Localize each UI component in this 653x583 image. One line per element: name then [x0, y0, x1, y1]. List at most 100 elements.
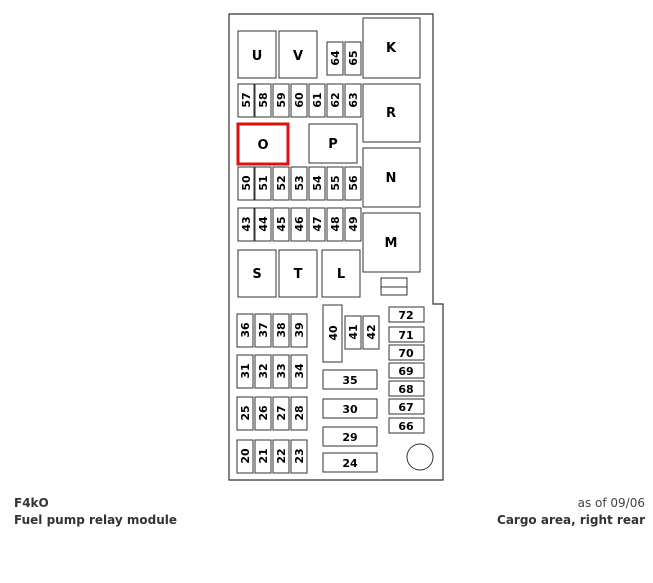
svg-text:40: 40: [327, 325, 340, 341]
svg-text:61: 61: [311, 92, 324, 107]
fuse-35: 35: [322, 369, 378, 390]
relay-S: S: [237, 249, 277, 298]
svg-text:O: O: [257, 138, 268, 153]
relay-N: N: [362, 147, 421, 208]
fuse-47: 47: [308, 207, 326, 242]
fuse-51: 51: [254, 166, 272, 201]
fuse-49: 49: [344, 207, 362, 242]
fuse-box-diagram: U V K R O P N M S T L 64 65 57 58 59 60 …: [228, 13, 444, 481]
svg-text:65: 65: [347, 50, 360, 65]
svg-text:49: 49: [347, 216, 360, 231]
svg-text:T: T: [294, 267, 303, 282]
fuse-32: 32: [254, 354, 272, 389]
fuse-48: 48: [326, 207, 344, 242]
fuse-38: 38: [272, 313, 290, 348]
svg-text:37: 37: [257, 322, 270, 337]
fuse-31: 31: [236, 354, 254, 389]
drain-hole: [406, 443, 434, 471]
fuse-58: 58: [254, 83, 272, 118]
fuse-50: 50: [237, 166, 255, 201]
fuse-54: 54: [308, 166, 326, 201]
relay-T: T: [278, 249, 318, 298]
svg-text:30: 30: [342, 403, 358, 416]
fuse-46: 46: [290, 207, 308, 242]
svg-text:71: 71: [398, 329, 413, 342]
fuse-52: 52: [272, 166, 290, 201]
svg-text:66: 66: [398, 420, 414, 433]
svg-text:54: 54: [311, 175, 324, 191]
svg-text:39: 39: [293, 322, 306, 337]
fuse-69: 69: [388, 362, 425, 379]
fuse-29: 29: [322, 426, 378, 447]
svg-text:N: N: [386, 171, 397, 186]
fuse-37: 37: [254, 313, 272, 348]
svg-text:48: 48: [329, 216, 342, 231]
svg-text:20: 20: [239, 448, 252, 464]
svg-text:70: 70: [398, 347, 414, 360]
svg-text:34: 34: [293, 363, 306, 379]
svg-text:L: L: [337, 267, 345, 282]
relay-O-highlighted: O: [236, 122, 290, 166]
fuse-56: 56: [344, 166, 362, 201]
fuse-43: 43: [237, 207, 255, 242]
fuse-62: 62: [326, 83, 344, 118]
svg-text:28: 28: [293, 405, 306, 420]
svg-text:29: 29: [342, 431, 357, 444]
svg-text:R: R: [386, 106, 396, 121]
svg-text:S: S: [252, 267, 261, 282]
fuse-24: 24: [322, 452, 378, 473]
fuse-55: 55: [326, 166, 344, 201]
fuse-53: 53: [290, 166, 308, 201]
fuse-21: 21: [254, 439, 272, 474]
as-of-date: as of 09/06: [577, 496, 645, 510]
relay-U: U: [237, 30, 277, 79]
fuse-45: 45: [272, 207, 290, 242]
fuse-block-40-frame: [322, 304, 343, 363]
svg-text:72: 72: [398, 309, 413, 322]
svg-text:50: 50: [240, 175, 253, 191]
svg-text:53: 53: [293, 175, 306, 190]
svg-text:63: 63: [347, 92, 360, 107]
fuse-63: 63: [344, 83, 362, 118]
svg-text:22: 22: [275, 448, 288, 463]
svg-text:26: 26: [257, 405, 270, 421]
fuse-44: 44: [254, 207, 272, 242]
fuse-57: 57: [237, 83, 255, 118]
svg-text:46: 46: [293, 216, 306, 232]
svg-text:67: 67: [398, 401, 413, 414]
module-code: F4kO: [14, 496, 49, 510]
svg-text:52: 52: [275, 175, 288, 190]
svg-text:31: 31: [239, 363, 252, 378]
svg-text:24: 24: [342, 457, 358, 470]
svg-text:41: 41: [347, 324, 360, 339]
svg-text:32: 32: [257, 363, 270, 378]
fuse-23: 23: [290, 439, 308, 474]
fuse-64: 64: [326, 41, 344, 76]
svg-text:64: 64: [329, 50, 342, 66]
fuse-67: 67: [388, 398, 425, 415]
fuse-27: 27: [272, 396, 290, 431]
fuse-70: 70: [388, 344, 425, 361]
svg-text:P: P: [328, 137, 338, 152]
fuse-34: 34: [290, 354, 308, 389]
fuse-25: 25: [236, 396, 254, 431]
svg-text:55: 55: [329, 175, 342, 190]
svg-text:51: 51: [257, 175, 270, 190]
svg-text:K: K: [386, 41, 397, 56]
fuse-60: 60: [290, 83, 308, 118]
svg-text:59: 59: [275, 92, 288, 107]
module-location: Cargo area, right rear: [497, 513, 645, 527]
fuse-22: 22: [272, 439, 290, 474]
fuse-66: 66: [388, 417, 425, 434]
relay-P: P: [308, 123, 358, 164]
svg-text:M: M: [385, 236, 398, 251]
svg-text:62: 62: [329, 92, 342, 107]
svg-text:36: 36: [239, 322, 252, 338]
svg-text:25: 25: [239, 405, 252, 420]
fuse-41: 41: [344, 315, 362, 350]
fuse-40: 40: [327, 325, 340, 341]
svg-text:21: 21: [257, 448, 270, 463]
relay-M: M: [362, 212, 421, 273]
svg-text:68: 68: [398, 383, 413, 396]
svg-text:35: 35: [342, 374, 357, 387]
